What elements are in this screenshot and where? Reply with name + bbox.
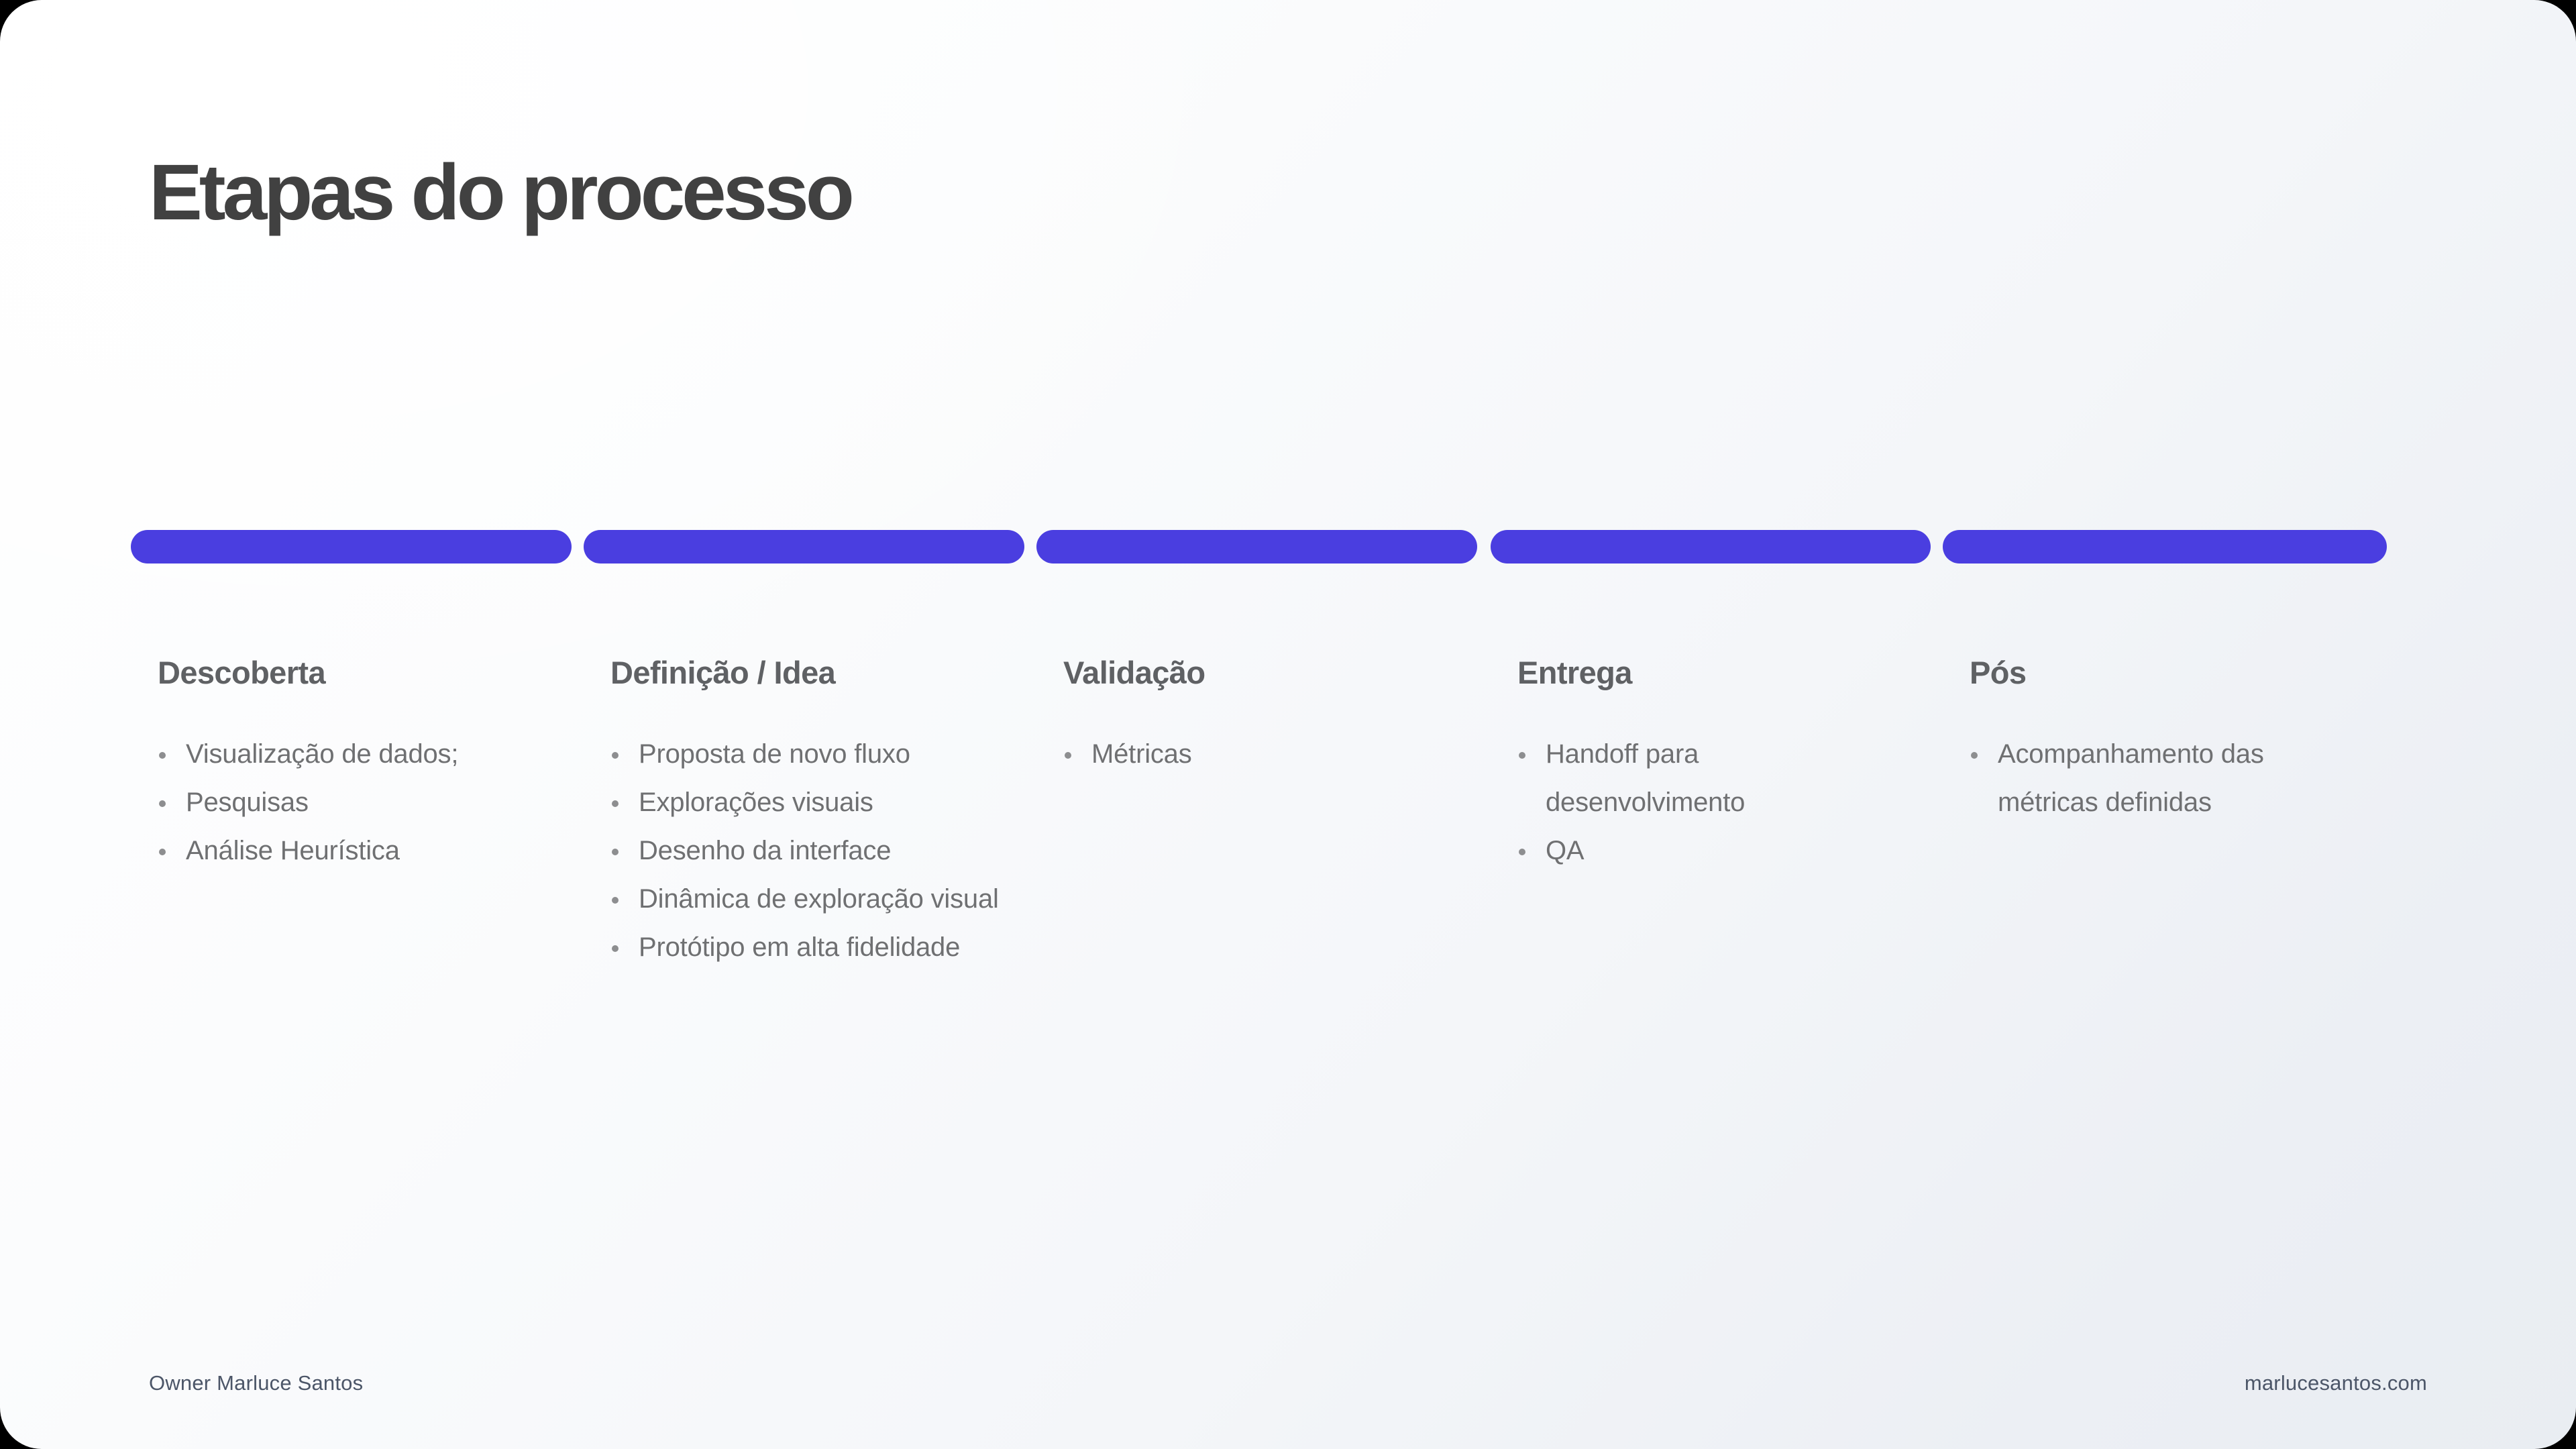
bullet-icon xyxy=(612,800,619,807)
bullet-icon xyxy=(1519,849,1525,855)
stage-progress-bar xyxy=(1036,530,1477,564)
list-item: Desenho da interface xyxy=(610,826,1013,875)
list-item: Explorações visuais xyxy=(610,778,1013,826)
list-item-label: Handoff para desenvolvimento xyxy=(1546,739,1746,817)
list-item-label: Proposta de novo fluxo xyxy=(639,739,910,769)
list-item-label: Explorações visuais xyxy=(639,788,873,817)
stage-title: Entrega xyxy=(1517,655,1632,690)
list-item-label: Dinâmica de exploração visual xyxy=(639,884,999,914)
bullet-icon xyxy=(612,945,619,952)
stage-column-4: Entrega Handoff para desenvolvimento QA xyxy=(1491,530,1931,875)
list-item: Visualização de dados; xyxy=(158,730,587,778)
stage-item-list: Proposta de novo fluxo Explorações visua… xyxy=(610,730,1013,971)
list-item-label: Pesquisas xyxy=(186,788,309,817)
list-item: Pesquisas xyxy=(158,778,587,826)
list-item: Acompanhamento das métricas definidas xyxy=(1970,730,2312,826)
list-item: Protótipo em alta fidelidade xyxy=(610,923,1013,971)
bullet-icon xyxy=(1971,752,1978,759)
bullet-icon xyxy=(159,752,166,759)
stage-item-list: Acompanhamento das métricas definidas xyxy=(1970,730,2312,826)
bullet-icon xyxy=(1519,752,1525,759)
stage-title: Descoberta xyxy=(158,655,326,690)
list-item: Métricas xyxy=(1063,730,1466,778)
bullet-icon xyxy=(1065,752,1071,759)
stage-progress-bar xyxy=(1491,530,1931,564)
stage-progress-bar xyxy=(131,530,572,564)
footer-owner-label: Owner Marluce Santos xyxy=(149,1371,364,1395)
stage-item-list: Métricas xyxy=(1063,730,1466,778)
bullet-icon xyxy=(612,752,619,759)
stage-column-2: Definição / Idea Proposta de novo fluxo … xyxy=(584,530,1024,971)
footer-website-link[interactable]: marlucesantos.com xyxy=(2244,1371,2427,1395)
list-item: Proposta de novo fluxo xyxy=(610,730,1013,778)
list-item-label: Análise Heurística xyxy=(186,836,400,865)
stage-column-1: Descoberta Visualização de dados; Pesqui… xyxy=(131,530,572,875)
list-item: Dinâmica de exploração visual xyxy=(610,875,1013,923)
bullet-icon xyxy=(612,897,619,904)
list-item-label: QA xyxy=(1546,836,1585,865)
list-item-label: Visualização de dados; xyxy=(186,739,459,769)
list-item: Análise Heurística xyxy=(158,826,587,875)
page-title: Etapas do processo xyxy=(149,148,855,237)
stage-title: Pós xyxy=(1970,655,2027,690)
stage-progress-bar xyxy=(584,530,1024,564)
stage-progress-bar xyxy=(1943,530,2387,564)
list-item: QA xyxy=(1517,826,1813,875)
bullet-icon xyxy=(612,849,619,855)
list-item: Handoff para desenvolvimento xyxy=(1517,730,1813,826)
bullet-icon xyxy=(159,800,166,807)
list-item-label: Métricas xyxy=(1091,739,1192,769)
list-item-label: Desenho da interface xyxy=(639,836,892,865)
stage-item-list: Visualização de dados; Pesquisas Análise… xyxy=(158,730,587,875)
stage-title: Definição / Idea xyxy=(610,655,836,690)
list-item-label: Protótipo em alta fidelidade xyxy=(639,932,961,962)
stage-item-list: Handoff para desenvolvimento QA xyxy=(1517,730,1813,875)
stage-title: Validação xyxy=(1063,655,1205,690)
bullet-icon xyxy=(159,849,166,855)
stage-column-3: Validação Métricas xyxy=(1036,530,1477,778)
list-item-label: Acompanhamento das métricas definidas xyxy=(1998,739,2264,817)
stage-column-5: Pós Acompanhamento das métricas definida… xyxy=(1943,530,2387,826)
